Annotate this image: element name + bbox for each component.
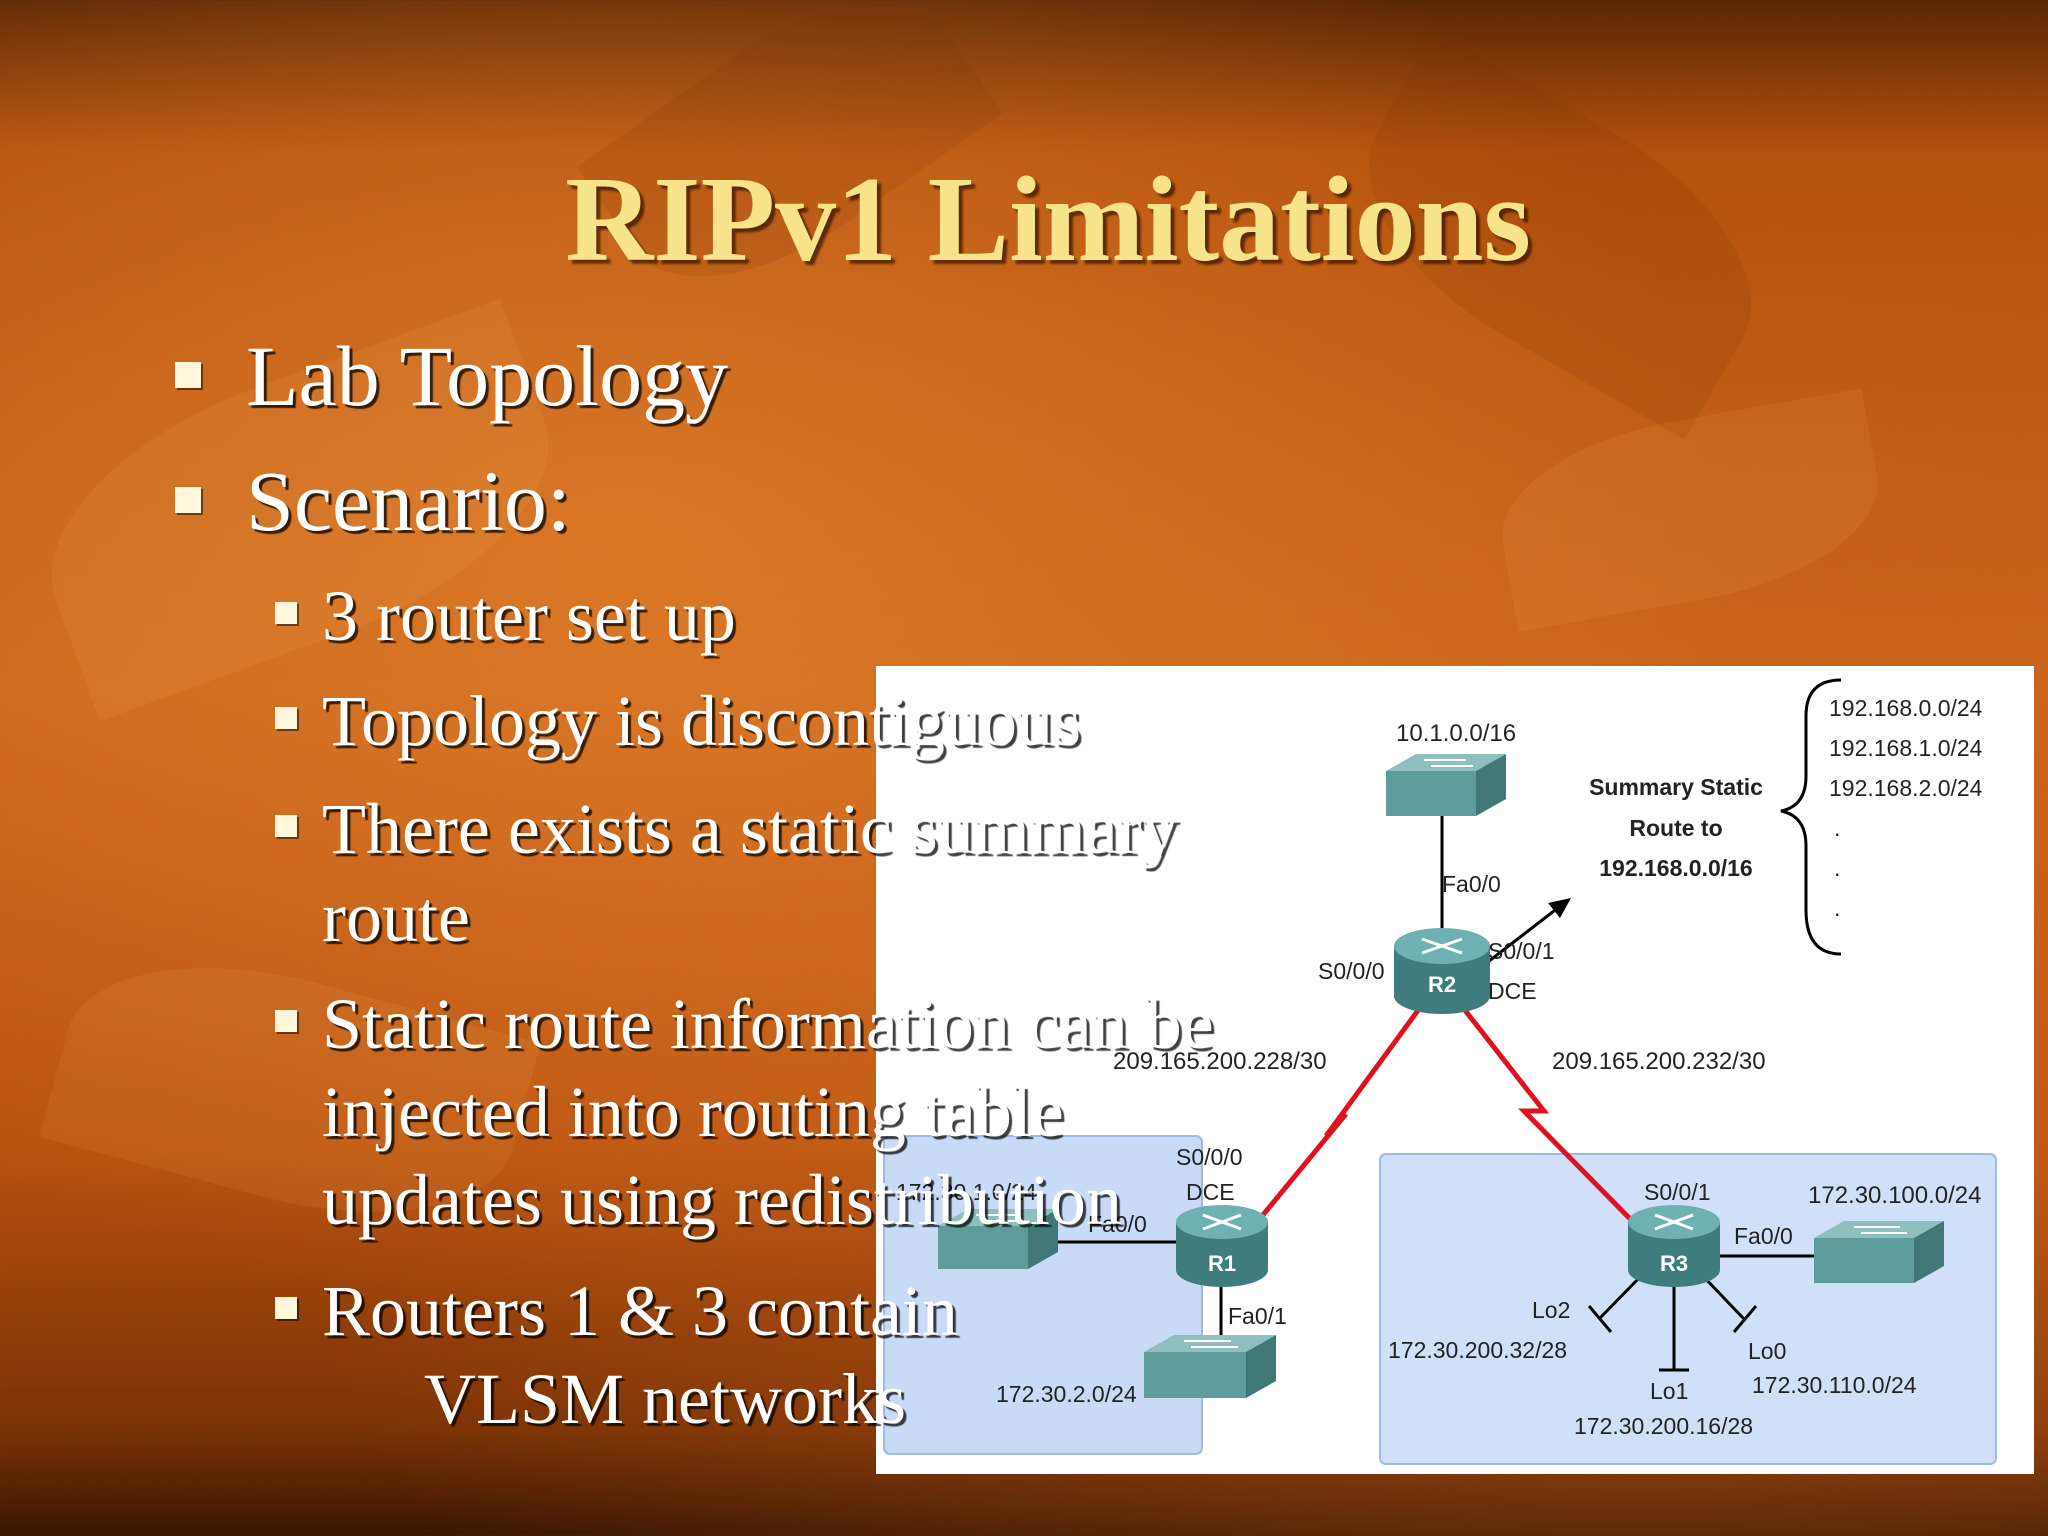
summary-line-1: Summary Static <box>1589 774 1763 800</box>
lo2-line <box>1597 1272 1645 1321</box>
if-r1-s000: S0/0/0 <box>1176 1144 1243 1170</box>
lo0-cap <box>1732 1305 1758 1333</box>
bullet-lab-topology: Lab Topology <box>246 328 729 424</box>
summary-net-2: 192.168.1.0/24 <box>1829 735 1983 761</box>
sub-bullet-marker <box>275 815 297 837</box>
summary-arrowhead <box>1548 898 1571 918</box>
net-r1-r2-link: 209.165.200.228/30 <box>1113 1048 1327 1075</box>
if-r1-fa00: Fa0/0 <box>1088 1211 1147 1237</box>
if-r2-s001: S0/0/1 <box>1488 938 1555 964</box>
sub-bullet-static-summary-line1: There exists a static summary <box>322 789 1178 869</box>
sub-bullet-marker <box>275 602 297 624</box>
bullet-marker <box>175 487 201 513</box>
net-r3-lo1: 172.30.200.16/28 <box>1574 1413 1753 1439</box>
sub-bullet-discontiguous: Topology is discontiguous <box>322 681 1081 761</box>
sub-bullet-redistribution-line3: updates using redistribution <box>322 1160 1122 1240</box>
summary-net-dot-1: . <box>1834 815 1840 841</box>
if-r3-s001: S0/0/1 <box>1644 1179 1711 1205</box>
if-r3-fa00: Fa0/0 <box>1734 1223 1793 1249</box>
router-r1: R1 <box>1176 1205 1268 1287</box>
switch-r1-bottom <box>1144 1335 1276 1398</box>
slide-title: RIPv1 Limitations <box>565 152 1531 287</box>
net-r1-lan-bottom: 172.30.2.0/24 <box>996 1381 1137 1407</box>
router-r3: R3 <box>1628 1205 1720 1287</box>
bullet-marker <box>175 362 201 388</box>
sub-bullet-router-setup: 3 router set up <box>322 576 736 656</box>
if-r3-lo1: Lo1 <box>1650 1378 1688 1404</box>
if-r1-fa01: Fa0/1 <box>1228 1303 1287 1329</box>
sub-bullet-static-summary-line2: route <box>322 877 470 957</box>
sub-bullet-vlsm-line2: VLSM networks <box>424 1359 906 1439</box>
summary-net-dot-3: . <box>1834 895 1840 921</box>
net-r2-lan: 10.1.0.0/16 <box>1396 720 1516 747</box>
if-r2-fa00: Fa0/0 <box>1442 871 1501 897</box>
summary-net-dot-2: . <box>1834 855 1840 881</box>
sub-bullet-redistribution-line1: Static route information can be <box>322 984 1214 1064</box>
switch-r3-lan <box>1814 1221 1944 1283</box>
summary-net-1: 192.168.0.0/24 <box>1829 695 1983 721</box>
router-r1-label: R1 <box>1208 1251 1236 1276</box>
summary-brace <box>1780 678 1842 956</box>
background-leaf <box>1487 388 1893 632</box>
if-r3-lo0: Lo0 <box>1748 1338 1786 1364</box>
summary-arrow <box>1479 902 1564 970</box>
router-r3-label: R3 <box>1660 1251 1688 1276</box>
net-r3-lo0: 172.30.110.0/24 <box>1752 1372 1917 1398</box>
net-r3-lan: 172.30.100.0/24 <box>1808 1182 1982 1209</box>
if-r2-dce: DCE <box>1488 978 1537 1004</box>
summary-net-3: 192.168.2.0/24 <box>1829 775 1983 801</box>
router-r2: R2 <box>1394 928 1490 1014</box>
sub-bullet-marker <box>275 1010 297 1032</box>
switch-r2-lan <box>1386 754 1506 816</box>
lo2-cap <box>1587 1305 1613 1333</box>
if-r3-lo2: Lo2 <box>1532 1297 1570 1323</box>
switch-r1-left <box>938 1209 1058 1269</box>
lo0-line <box>1699 1272 1746 1321</box>
sub-bullet-marker <box>275 707 297 729</box>
summary-line-2: Route to <box>1629 815 1722 841</box>
wan-link-r1-r2 <box>1256 1007 1422 1223</box>
if-r1-dce: DCE <box>1186 1179 1235 1205</box>
network-topology-diagram: R2 R1 R3 10.1.0.0/16 Fa0/0 S0/0/0 S0/0/1… <box>876 666 2034 1474</box>
net-r1-lan-left: 172.30.1.0/24 <box>896 1179 1037 1205</box>
sub-bullet-marker <box>275 1297 297 1319</box>
net-r3-lo2: 172.30.200.32/28 <box>1388 1337 1567 1363</box>
if-r2-s000: S0/0/0 <box>1318 958 1385 984</box>
sub-bullet-redistribution-line2: injected into routing table <box>322 1072 1064 1152</box>
router-r2-label: R2 <box>1428 972 1456 997</box>
summary-line-3: 192.168.0.0/16 <box>1599 855 1752 881</box>
net-r2-r3-link: 209.165.200.232/30 <box>1552 1048 1766 1075</box>
bullet-scenario: Scenario: <box>246 453 571 549</box>
wan-link-r2-r3 <box>1462 1007 1644 1233</box>
sub-bullet-vlsm-line1: Routers 1 & 3 contain <box>322 1271 958 1351</box>
